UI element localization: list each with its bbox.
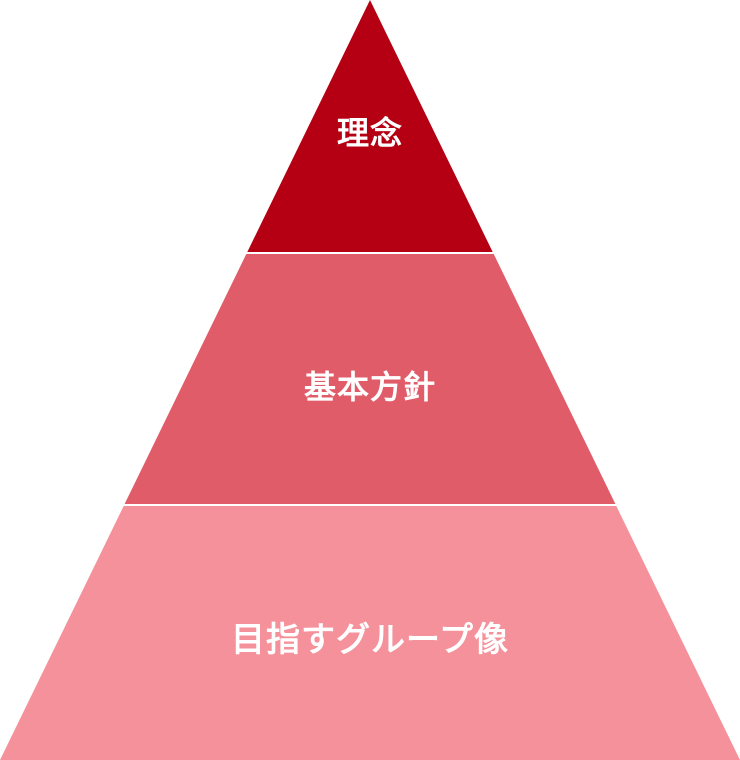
pyramid-tier-middle bbox=[124, 254, 616, 504]
tier-label-basic-policy: 基本方針 bbox=[303, 368, 436, 406]
pyramid-tier-top bbox=[247, 0, 493, 252]
tier-label-philosophy: 理念 bbox=[336, 114, 403, 152]
tier-label-group-vision: 目指すグループ像 bbox=[231, 620, 509, 660]
pyramid-tier-bottom bbox=[0, 506, 740, 760]
